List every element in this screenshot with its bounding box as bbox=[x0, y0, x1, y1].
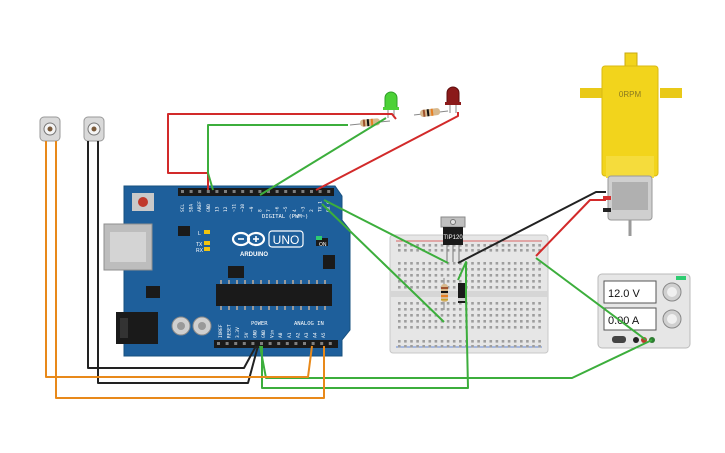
wire-black-1[interactable] bbox=[457, 191, 606, 264]
pin-label-bottom: IOREF bbox=[218, 324, 224, 338]
wire-green-4[interactable] bbox=[321, 203, 445, 323]
wire-black-3[interactable] bbox=[97, 141, 259, 384]
atmega-chip bbox=[216, 284, 332, 306]
l-label: L bbox=[198, 231, 201, 237]
pin-label-top: 7 bbox=[266, 209, 272, 212]
current-display bbox=[603, 307, 657, 331]
wire-red-2[interactable] bbox=[315, 112, 459, 191]
pin-label-top: 4 bbox=[292, 209, 298, 212]
current-readout: 0.00 A bbox=[608, 315, 640, 327]
wire-orange-2[interactable] bbox=[55, 141, 325, 399]
digital-header[interactable] bbox=[178, 188, 334, 196]
pin-label-top: TX 1 bbox=[318, 201, 324, 212]
pin-label-top: 13 bbox=[214, 206, 220, 212]
pin-label-top: 8 bbox=[257, 209, 263, 212]
wire-green-3[interactable] bbox=[323, 199, 449, 264]
motor-rpm: 0RPM bbox=[619, 90, 642, 99]
wire-green-6[interactable] bbox=[259, 339, 653, 379]
arduino-logo bbox=[231, 231, 266, 247]
pin-label-bottom: A2 bbox=[295, 332, 301, 338]
wire-green-5[interactable] bbox=[261, 261, 469, 389]
pin-label-bottom: GND bbox=[261, 330, 267, 338]
arduino-uno-board[interactable]: UNO ARDUINO DIGITAL (PWM~) ON TX RX L PO… bbox=[103, 185, 351, 357]
tx-label: TX bbox=[196, 242, 203, 248]
pin-label-top: SCL bbox=[180, 204, 186, 212]
wire-red-3[interactable] bbox=[535, 199, 606, 257]
photoresistor-1[interactable] bbox=[39, 116, 61, 142]
pin-label-bottom: GND bbox=[252, 330, 258, 338]
power-supply[interactable]: 12.0 V 0.00 A bbox=[597, 273, 691, 349]
rx-label: RX bbox=[196, 248, 204, 254]
pin-label-top: ~9 bbox=[249, 206, 255, 212]
transistor-label: TIP120 bbox=[443, 235, 463, 241]
pin-label-bottom: A4 bbox=[313, 332, 319, 338]
pin-label-bottom: Vin bbox=[270, 330, 276, 338]
pin-label-top: ~10 bbox=[240, 204, 246, 212]
pin-label-bottom: 5V bbox=[244, 332, 250, 338]
pin-label-top: ~11 bbox=[232, 204, 238, 212]
pin-label-bottom: A0 bbox=[278, 332, 284, 338]
wire-black-2[interactable] bbox=[87, 141, 257, 369]
model-label: UNO bbox=[273, 233, 300, 247]
pin-label-top: ~5 bbox=[283, 206, 289, 212]
voltage-display bbox=[603, 280, 657, 304]
dc-gear-motor[interactable]: 0RPM bbox=[580, 52, 682, 236]
breadboard-holes bbox=[398, 244, 541, 348]
power-analog-header[interactable] bbox=[214, 340, 338, 348]
wire-green-7[interactable] bbox=[535, 257, 647, 341]
analog-label: ANALOG IN bbox=[294, 321, 324, 327]
pin-label-bottom: A5 bbox=[321, 332, 327, 338]
pin-label-bottom: A3 bbox=[304, 332, 310, 338]
pin-label-top: SDA bbox=[189, 204, 195, 212]
wire-green-2[interactable] bbox=[259, 117, 387, 196]
pin-label-bottom: A1 bbox=[287, 332, 293, 338]
diode[interactable] bbox=[458, 283, 466, 303]
voltage-readout: 12.0 V bbox=[608, 288, 640, 300]
brand-label: ARDUINO bbox=[240, 252, 268, 258]
on-label: ON bbox=[319, 242, 327, 248]
pin-label-top: ~6 bbox=[275, 206, 281, 212]
pin-label-top: ~3 bbox=[300, 206, 306, 212]
power-switch[interactable] bbox=[612, 336, 626, 343]
photoresistor-2[interactable] bbox=[83, 116, 105, 142]
wire-green-1[interactable] bbox=[207, 124, 348, 191]
pin-label-bottom: 3.3V bbox=[235, 327, 241, 338]
breadboard[interactable] bbox=[389, 234, 549, 354]
digital-label: DIGITAL (PWM~) bbox=[262, 214, 308, 220]
tip120-transistor[interactable]: TIP120 bbox=[440, 216, 466, 262]
uno-badge bbox=[268, 230, 304, 248]
pin-label-top: 2 bbox=[309, 209, 315, 212]
pin-label-top: GND bbox=[206, 204, 212, 212]
breadboard-resistor[interactable] bbox=[441, 278, 448, 310]
pin-label-top: 12 bbox=[223, 206, 229, 212]
pin-label-top: RX 0 bbox=[326, 201, 332, 212]
power-label: POWER bbox=[251, 321, 268, 327]
red-led[interactable] bbox=[445, 86, 461, 113]
resistor-2[interactable] bbox=[413, 108, 449, 117]
pin-label-bottom: RESET bbox=[227, 324, 233, 338]
pin-label-top: AREF bbox=[197, 201, 203, 212]
wire-orange-1[interactable] bbox=[45, 141, 313, 378]
